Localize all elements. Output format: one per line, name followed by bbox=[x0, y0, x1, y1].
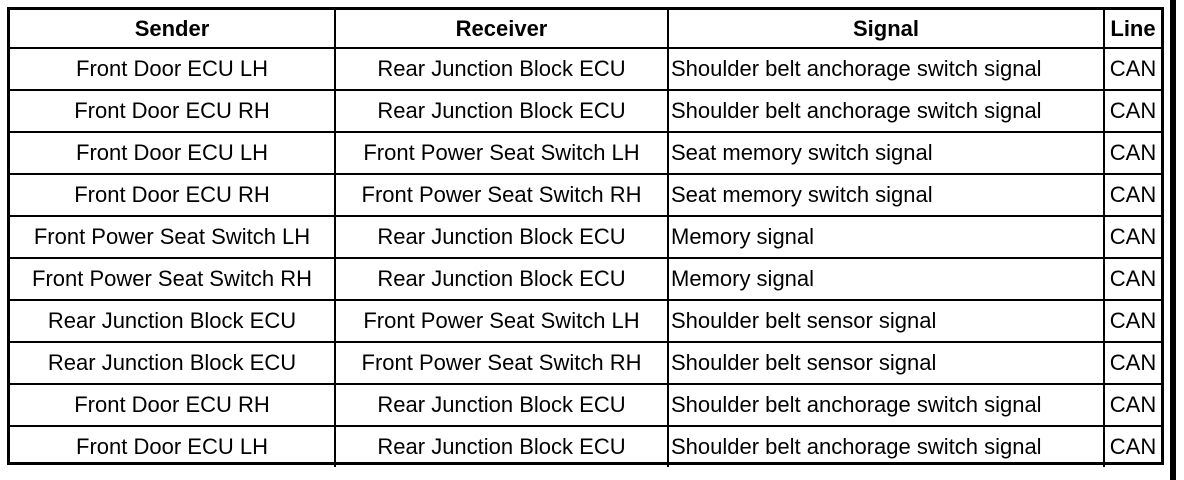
table-row: Front Door ECU LH Rear Junction Block EC… bbox=[10, 425, 1161, 467]
cell-sender: Front Power Seat Switch RH bbox=[10, 257, 336, 301]
cell-signal: Memory signal bbox=[667, 257, 1105, 301]
header-sender: Sender bbox=[10, 10, 336, 49]
cell-line: CAN bbox=[1103, 383, 1161, 427]
cell-sender: Front Power Seat Switch LH bbox=[10, 215, 336, 259]
table-row: Front Power Seat Switch RH Rear Junction… bbox=[10, 257, 1161, 301]
table-row: Front Door ECU RH Rear Junction Block EC… bbox=[10, 383, 1161, 427]
header-line: Line bbox=[1103, 10, 1161, 49]
table-row: Front Door ECU LH Front Power Seat Switc… bbox=[10, 131, 1161, 175]
cell-signal: Shoulder belt anchorage switch signal bbox=[667, 47, 1105, 91]
header-signal: Signal bbox=[667, 10, 1105, 49]
table-row: Rear Junction Block ECU Front Power Seat… bbox=[10, 299, 1161, 343]
cell-receiver: Rear Junction Block ECU bbox=[334, 425, 669, 467]
cell-line: CAN bbox=[1103, 425, 1161, 467]
table-row: Front Power Seat Switch LH Rear Junction… bbox=[10, 215, 1161, 259]
signal-table: Sender Receiver Signal Line Front Door E… bbox=[10, 10, 1161, 467]
cell-signal: Shoulder belt anchorage switch signal bbox=[667, 425, 1105, 467]
cell-sender: Front Door ECU LH bbox=[10, 47, 336, 91]
cell-line: CAN bbox=[1103, 47, 1161, 91]
cell-receiver: Rear Junction Block ECU bbox=[334, 89, 669, 133]
cell-sender: Front Door ECU LH bbox=[10, 425, 336, 467]
cell-receiver: Front Power Seat Switch RH bbox=[334, 173, 669, 217]
cell-signal: Shoulder belt sensor signal bbox=[667, 299, 1105, 343]
cell-line: CAN bbox=[1103, 215, 1161, 259]
cell-signal: Shoulder belt anchorage switch signal bbox=[667, 383, 1105, 427]
cell-sender: Front Door ECU RH bbox=[10, 89, 336, 133]
cell-sender: Front Door ECU LH bbox=[10, 131, 336, 175]
table-row: Front Door ECU RH Front Power Seat Switc… bbox=[10, 173, 1161, 217]
cell-receiver: Front Power Seat Switch LH bbox=[334, 131, 669, 175]
cell-line: CAN bbox=[1103, 131, 1161, 175]
cell-signal: Shoulder belt anchorage switch signal bbox=[667, 89, 1105, 133]
cell-sender: Front Door ECU RH bbox=[10, 173, 336, 217]
cell-signal: Seat memory switch signal bbox=[667, 173, 1105, 217]
header-receiver: Receiver bbox=[334, 10, 669, 49]
cell-signal: Shoulder belt sensor signal bbox=[667, 341, 1105, 385]
table-row: Rear Junction Block ECU Front Power Seat… bbox=[10, 341, 1161, 385]
table-header-row: Sender Receiver Signal Line bbox=[10, 10, 1161, 49]
right-edge-bar bbox=[1170, 0, 1176, 480]
cell-receiver: Front Power Seat Switch RH bbox=[334, 341, 669, 385]
cell-line: CAN bbox=[1103, 257, 1161, 301]
cell-sender: Front Door ECU RH bbox=[10, 383, 336, 427]
cell-signal: Memory signal bbox=[667, 215, 1105, 259]
cell-receiver: Rear Junction Block ECU bbox=[334, 257, 669, 301]
cell-receiver: Front Power Seat Switch LH bbox=[334, 299, 669, 343]
cell-receiver: Rear Junction Block ECU bbox=[334, 215, 669, 259]
cell-line: CAN bbox=[1103, 173, 1161, 217]
table-row: Front Door ECU RH Rear Junction Block EC… bbox=[10, 89, 1161, 133]
cell-receiver: Rear Junction Block ECU bbox=[334, 47, 669, 91]
table-row: Front Door ECU LH Rear Junction Block EC… bbox=[10, 47, 1161, 91]
cell-line: CAN bbox=[1103, 341, 1161, 385]
cell-sender: Rear Junction Block ECU bbox=[10, 299, 336, 343]
cell-receiver: Rear Junction Block ECU bbox=[334, 383, 669, 427]
cell-line: CAN bbox=[1103, 89, 1161, 133]
cell-sender: Rear Junction Block ECU bbox=[10, 341, 336, 385]
cell-signal: Seat memory switch signal bbox=[667, 131, 1105, 175]
signal-table-frame: Sender Receiver Signal Line Front Door E… bbox=[7, 7, 1164, 467]
cell-line: CAN bbox=[1103, 299, 1161, 343]
